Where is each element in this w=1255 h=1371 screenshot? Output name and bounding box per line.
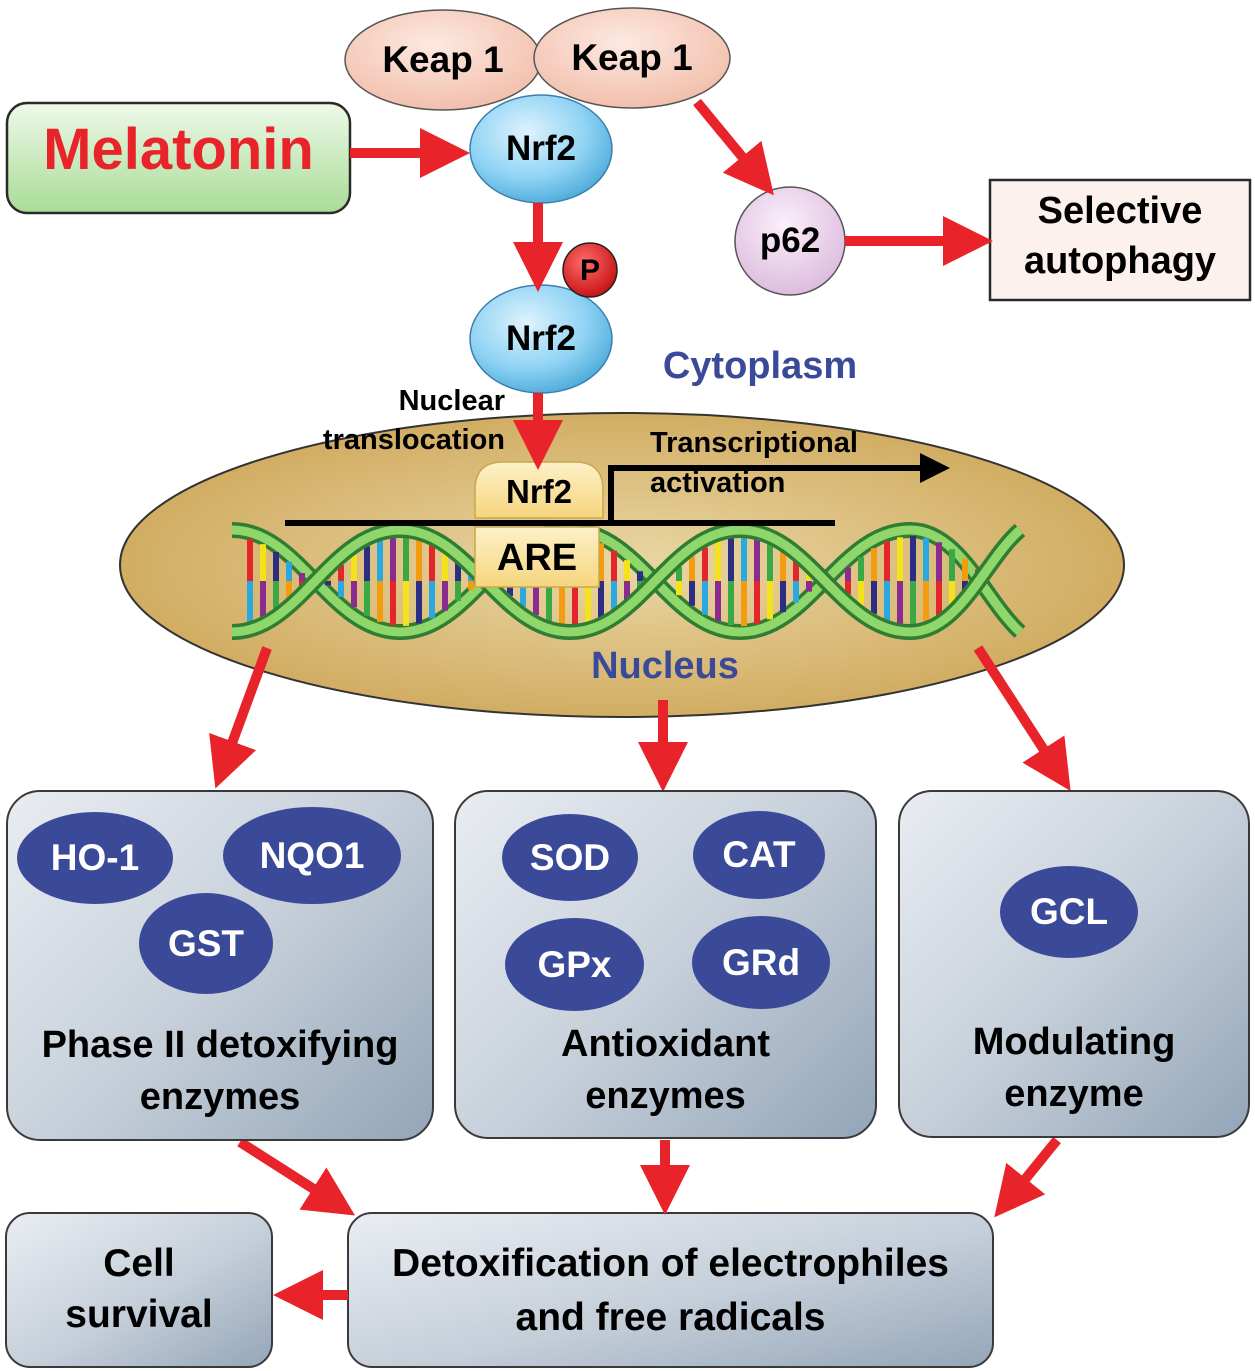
keap1-right-ellipse [533,7,731,109]
transcription-arrow [608,453,950,521]
enzyme-gpx: GPx [505,918,644,1011]
cytoplasm-label: Cytoplasm [662,345,858,387]
arrow-nucleus-phase2 [209,646,272,789]
phosphate-circle [562,242,618,298]
keap1-right-label: Keap 1 [571,37,693,78]
phosphate-label: P [579,254,600,287]
cell-survival-line2: survival [65,1293,213,1336]
nucleus-ellipse [119,412,1125,718]
cell-survival-line1: Cell [103,1242,175,1285]
enzyme-grd: GRd [692,916,830,1009]
nrf2-phospho-label: Nrf2 [505,319,577,358]
enzyme-cat: CAT [693,811,825,899]
phase2-title-line1: Phase II detoxifying [41,1024,399,1066]
keap1-left-label: Keap 1 [382,39,504,80]
nrf2-bound-label: Nrf2 [505,473,573,510]
nrf2-bound-shape [474,461,604,519]
detoxification-line2: and free radicals [515,1296,826,1339]
p62-label: p62 [759,221,821,260]
enzyme-sod: SOD [502,814,638,901]
modulating-title-line2: enzyme [1004,1073,1144,1115]
nuclear-translocation-line1: Nuclear [398,385,505,417]
transcriptional-activation-line2: activation [650,467,786,499]
transcriptional-activation-line1: Transcriptional [650,427,858,459]
cell-survival-box [5,1212,273,1368]
pathway-arrows [209,98,1071,1320]
arrow-phase2-detox [237,1137,356,1216]
arrow-nucleus-modulating [973,645,1071,791]
phase2-title-line2: enzymes [139,1076,301,1118]
modulating-enzyme-box [898,790,1250,1138]
nucleus-label: Nucleus [591,645,739,687]
detox-box [347,1212,994,1368]
are-box [474,526,600,588]
selective-autophagy-line1: Selective [1037,190,1203,232]
antioxidant-title-line1: Antioxidant [561,1023,770,1065]
melatonin-label: Melatonin [43,117,314,182]
enzyme-gcl: GCL [1000,866,1138,958]
enzyme-gst: GST [139,893,273,994]
selective-autophagy-line2: autophagy [1023,240,1217,282]
nrf2-top-label: Nrf2 [505,129,577,168]
are-label: ARE [496,537,578,579]
enzyme-nqo1: NQO1 [223,807,401,904]
nuclear-translocation-line2: translocation [322,424,505,456]
autophagy-box [988,178,1252,302]
arrow-modulating-detox [994,1136,1061,1218]
modulating-title-line1: Modulating [972,1021,1176,1063]
dna-helix [231,521,1026,641]
arrow-keap-p62 [693,98,774,196]
enzyme-ho1: HO-1 [17,812,173,904]
detoxification-line1: Detoxification of electrophiles [392,1242,949,1285]
antioxidant-title-line2: enzymes [585,1075,746,1117]
